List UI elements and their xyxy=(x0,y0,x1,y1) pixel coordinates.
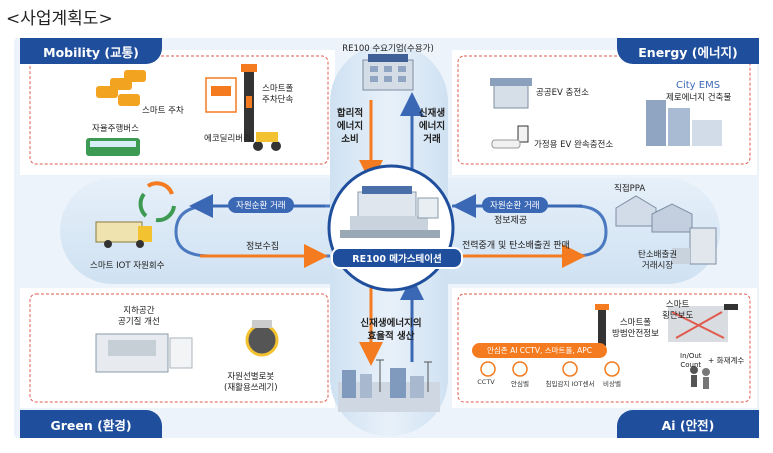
renewable-trade-label: 신재생 에너지 거래 xyxy=(418,108,446,145)
safe-zone-band: 안심존 AI CCTV, 스마트폴, APC xyxy=(472,343,607,358)
ai-panel xyxy=(457,293,751,403)
underground-air-label: 지하공간 공기질 개선 xyxy=(118,306,160,327)
power-brokerage-label: 전력중개 및 탄소배출권 판매 xyxy=(462,241,570,251)
resource-trade-left-pill: 자원순환 거래 xyxy=(228,197,294,213)
smart-pole-parking-label: 스마트폴 주차단속 xyxy=(262,84,294,105)
recycle-arrows-illustration xyxy=(138,181,176,223)
sorting-robot-illustration xyxy=(245,320,279,357)
crosswalk-illustration xyxy=(668,304,738,342)
people-count-illustration xyxy=(690,366,710,389)
safe-item-iot-sensor: 침입감지 IOT센서 xyxy=(545,380,595,388)
public-ev-station-illustration xyxy=(490,78,532,109)
station-illustration xyxy=(340,186,440,238)
home-ev-label: 가정용 EV 완속충전소 xyxy=(534,140,614,150)
re100-building-illustration xyxy=(362,54,414,91)
carbon-market-illustration xyxy=(672,227,717,265)
zero-energy-building-illustration xyxy=(646,100,722,146)
inout-count-label: In/Out Count xyxy=(680,352,702,369)
delivery-scooter-illustration xyxy=(253,132,281,151)
ppa-houses-illustration xyxy=(615,195,693,233)
taxi-cars-illustration xyxy=(96,70,146,106)
home-ev-charger-illustration xyxy=(491,125,529,149)
resource-trade-right-pill: 자원순환 거래 xyxy=(482,197,548,213)
safe-item-cctv: CCTV xyxy=(477,378,495,386)
bus-illustration xyxy=(86,138,140,156)
renewable-city-illustration xyxy=(338,359,440,412)
smart-pole-ai-illustration xyxy=(595,304,609,346)
sensor-icon xyxy=(562,361,578,377)
smart-pole-safety-label: 스마트폴 방범안전정보 xyxy=(612,318,659,339)
green-panel xyxy=(29,293,329,403)
energy-corner-label: Energy (에너지) xyxy=(617,38,759,64)
smart-parking-label: 스마트 주차 xyxy=(142,106,184,116)
eco-delivery-label: 에코딜리버리 xyxy=(204,134,251,144)
bell-icon xyxy=(512,361,528,377)
green-corner-label: Green (환경) xyxy=(20,410,162,438)
cctv-icon xyxy=(480,361,496,377)
smart-pole-mobility-illustration xyxy=(241,64,257,142)
info-provide-label: 정보제공 xyxy=(494,216,528,226)
fire-count-label: + 화재계수 xyxy=(708,356,745,365)
safe-item-emergency-bell: 비상벨 xyxy=(603,380,621,388)
carbon-market-label: 탄소배출권 거래시장 xyxy=(638,250,678,271)
sorting-robot-label: 자원선별로봇 (재활용쓰레기) xyxy=(224,372,278,393)
smart-crosswalk-label: 스마트 횡단보도 xyxy=(662,300,694,321)
hub-label: RE100 메가스테이션 xyxy=(331,247,463,269)
collection-truck-illustration xyxy=(95,221,152,248)
re100-company-label: RE100 수요기업(수용가) xyxy=(342,44,434,54)
iot-collect-label: 스마트 IOT 자원회수 xyxy=(90,261,165,271)
rational-consumption-label: 합리적 에너지 소비 xyxy=(336,108,364,145)
safe-icons-row xyxy=(480,361,620,377)
info-collect-label: 정보수집 xyxy=(246,242,280,252)
cctv-mobility-label: CCTV xyxy=(212,101,230,109)
zero-energy-label: 제로에너지 건축물 xyxy=(666,93,732,103)
direct-ppa-label: 직접PPA xyxy=(614,184,646,194)
mobility-corner-label: Mobility (교통) xyxy=(20,38,162,64)
public-ev-label: 공공EV 충전소 xyxy=(536,88,589,98)
page-title: <사업계획도> xyxy=(6,9,113,29)
mobility-panel xyxy=(29,55,329,165)
cctv-box-illustration xyxy=(205,77,237,113)
renewable-efficient-label: 신재생에너지의 효율적 생산 xyxy=(360,318,422,342)
safe-item-bell: 안심벨 xyxy=(511,380,529,388)
emergency-bell-icon xyxy=(604,361,620,377)
energy-panel xyxy=(457,55,751,165)
ai-corner-label: Ai (안전) xyxy=(617,410,759,438)
city-ems-label: City EMS xyxy=(676,80,721,91)
air-purifier-illustration xyxy=(95,333,193,373)
autonomous-bus-label: 자율주행버스 xyxy=(92,124,139,134)
